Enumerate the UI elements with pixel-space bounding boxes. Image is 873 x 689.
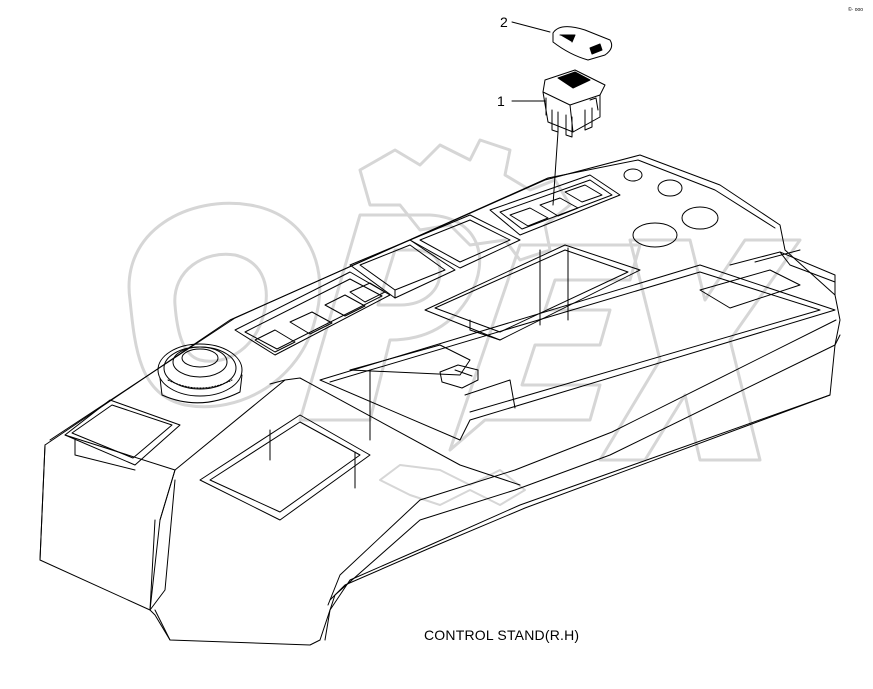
assembly-line: [552, 131, 559, 206]
mounting-holes: [623, 168, 719, 248]
diagram-caption: CONTROL STAND(R.H): [424, 627, 580, 643]
switch-cap-part: [552, 26, 613, 61]
callout-1: 1: [497, 93, 505, 109]
middle-socket: [349, 239, 456, 299]
lever: [439, 364, 479, 389]
rocker-switch-part: [542, 69, 606, 138]
watermark-underline: [379, 464, 526, 506]
watermark-letter-p: [298, 213, 482, 422]
switch-bank-right: [489, 174, 621, 236]
rotary-dial: [157, 343, 243, 404]
console-right-box: [159, 377, 521, 521]
watermark: [127, 138, 802, 506]
callout-2: 2: [500, 14, 508, 30]
right-cup-recess: [199, 414, 371, 521]
leader-line-2: [511, 21, 551, 33]
watermark-letter-x: [598, 238, 802, 462]
left-cup-holder: [64, 399, 181, 466]
center-tray: [424, 244, 641, 341]
lower-tray: [319, 264, 836, 441]
switch-bank-left: [234, 271, 391, 356]
control-stand-drawing: [39, 21, 841, 646]
watermark-letter-o: [127, 201, 322, 409]
corner-mark: ©· ooo: [848, 7, 864, 13]
upper-socket: [409, 214, 521, 269]
watermark-gear: [358, 138, 572, 262]
watermark-letter-e: [448, 243, 642, 452]
